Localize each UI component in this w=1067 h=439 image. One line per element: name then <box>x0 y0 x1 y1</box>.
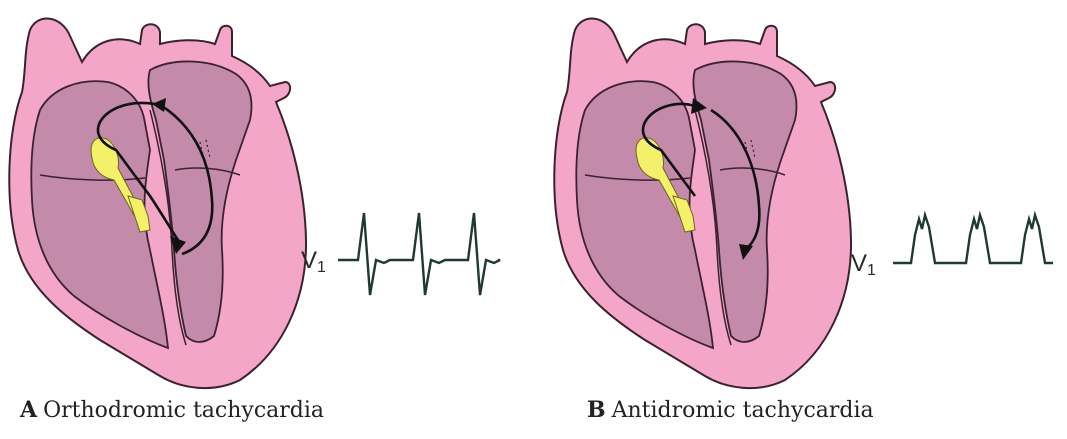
arrow-head-down <box>170 236 186 254</box>
reentry-circuit-return <box>161 104 214 256</box>
septum-line <box>694 109 732 346</box>
valve-line <box>39 174 146 181</box>
arrow-head-up <box>152 98 166 112</box>
lead-label: V1 <box>851 250 876 279</box>
ecg-waveform <box>338 212 501 296</box>
lead-label: V1 <box>301 247 326 276</box>
left-chamber <box>30 80 170 350</box>
caption-text: Orthodromic tachycardia <box>43 398 325 423</box>
panel-letter: A <box>20 397 38 423</box>
valve-line <box>584 174 691 181</box>
arrow-head-down <box>739 244 753 260</box>
reentry-circuit-arrow <box>641 102 697 197</box>
ecg-trace <box>338 212 501 296</box>
panel-letter: B <box>587 397 606 423</box>
right-chamber <box>692 60 798 343</box>
ecg-waveform <box>893 210 1053 265</box>
accessory-pathway-2 <box>750 139 756 159</box>
caption-text: Antidromic tachycardia <box>611 398 874 423</box>
accessory-pathway-2 <box>205 139 211 159</box>
heart-diagram <box>8 17 308 390</box>
heart-diagram <box>553 17 853 390</box>
reentry-circuit-return <box>710 108 761 252</box>
ecg-trace <box>893 210 1053 265</box>
bundle-branch <box>127 195 151 233</box>
septum-line <box>149 109 187 346</box>
right-chamber <box>147 60 253 343</box>
reentry-circuit-arrow <box>96 101 180 241</box>
left-chamber <box>575 80 715 350</box>
bundle-branch <box>672 195 696 233</box>
arrow-head-right <box>691 98 707 114</box>
